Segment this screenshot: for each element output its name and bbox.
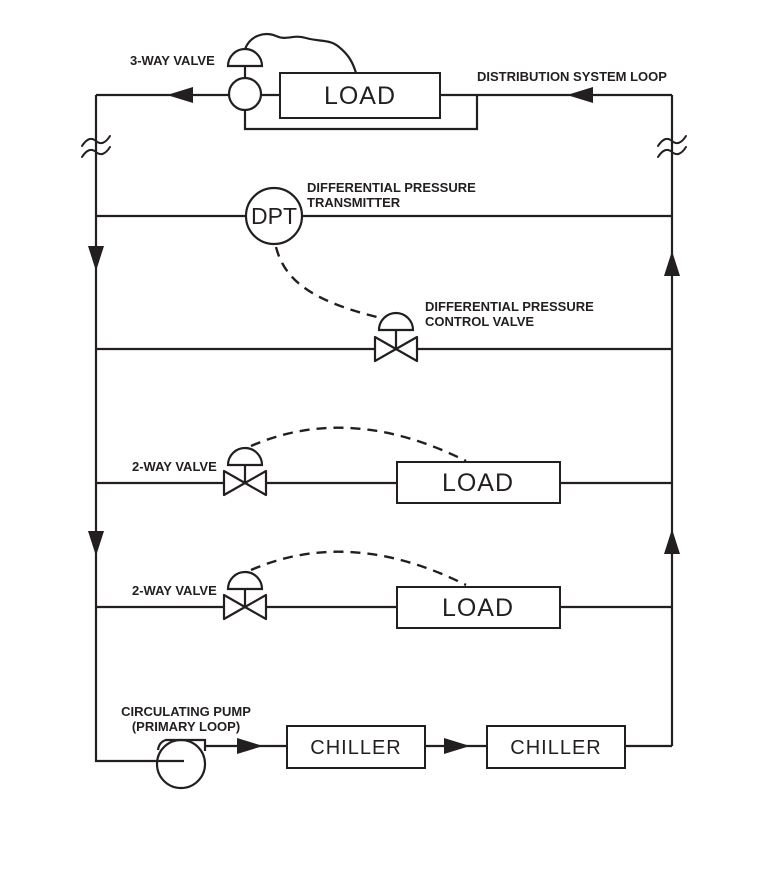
load-box-middle: LOAD [396, 461, 561, 504]
flow-arrow-pump-discharge-icon [237, 738, 263, 754]
pipe-load-bypass [243, 94, 479, 131]
dpcv-actuator-icon [377, 311, 415, 332]
dpt-label-line2: TRANSMITTER [307, 195, 401, 210]
pump-label-line1: CIRCULATING PUMP [121, 704, 251, 719]
flow-arrow-top-right-icon [567, 87, 593, 103]
dpt-body [244, 186, 304, 246]
load-box-middle-label: LOAD [442, 469, 514, 497]
two-way-valve-2-body-right [243, 593, 268, 621]
flow-arrow-right-up-1-icon [664, 251, 680, 276]
three-way-valve-body [227, 76, 263, 112]
pump-label-line2: (PRIMARY LOOP) [132, 719, 240, 734]
pump-volute [156, 738, 207, 751]
control-valve-label-line1: DIFFERENTIAL PRESSURE [425, 299, 594, 314]
chiller-box-1: CHILLER [286, 725, 426, 769]
chiller-1-label: CHILLER [310, 737, 401, 759]
pump-body [155, 738, 207, 790]
differential-pressure-control-valve [373, 311, 419, 363]
dpt-signal-dashed-line [274, 246, 378, 319]
three-way-valve-actuator-icon [226, 47, 264, 68]
circulating-pump [95, 738, 207, 790]
load-box-top-label: LOAD [324, 82, 396, 110]
chiller-2-label: CHILLER [510, 737, 601, 759]
two-way-valve-1-label: 2-WAY VALVE [132, 459, 217, 474]
flow-arrow-right-up-2-icon [664, 529, 680, 554]
distribution-loop-label: DISTRIBUTION SYSTEM LOOP [477, 69, 667, 84]
two-way-valve-2-body-left [222, 593, 247, 621]
flow-arrow-left-down-2-icon [88, 531, 104, 556]
three-way-valve [226, 32, 358, 112]
dpt-label-line1: DIFFERENTIAL PRESSURE [307, 180, 476, 195]
dpcv-body-left [373, 335, 398, 363]
two-way-valve-2-label: 2-WAY VALVE [132, 583, 217, 598]
dpcv-body-right [394, 335, 419, 363]
chiller-box-2: CHILLER [486, 725, 626, 769]
flow-arrows [88, 87, 680, 754]
two-way-valve-1-body-right [243, 469, 268, 497]
flow-arrow-top-left-icon [167, 87, 193, 103]
two-way-valve-1-actuator-icon [226, 446, 264, 467]
flow-arrow-left-down-1-icon [88, 246, 104, 271]
load-box-top: LOAD [279, 72, 441, 119]
two-way-valve-1-body-left [222, 469, 247, 497]
control-valve-label-line2: CONTROL VALVE [425, 314, 534, 329]
dpt-transmitter: DPT [244, 186, 378, 319]
two-way-valve-2 [222, 550, 467, 621]
two-way-valve-2-signal-dashed-line [250, 550, 467, 587]
pipe-break-left-icon [81, 135, 111, 158]
dpt-tag: DPT [251, 203, 297, 229]
three-way-valve-label: 3-WAY VALVE [130, 53, 215, 68]
two-way-valve-1-signal-dashed-line [250, 426, 467, 463]
load-box-bottom: LOAD [396, 586, 561, 629]
two-way-valve-2-actuator-icon [226, 570, 264, 591]
three-way-valve-signal-line [243, 32, 358, 74]
flow-arrow-chiller-icon [444, 738, 470, 754]
two-way-valve-1 [222, 426, 467, 497]
pipe-break-right-icon [657, 135, 687, 158]
load-box-bottom-label: LOAD [442, 594, 514, 622]
